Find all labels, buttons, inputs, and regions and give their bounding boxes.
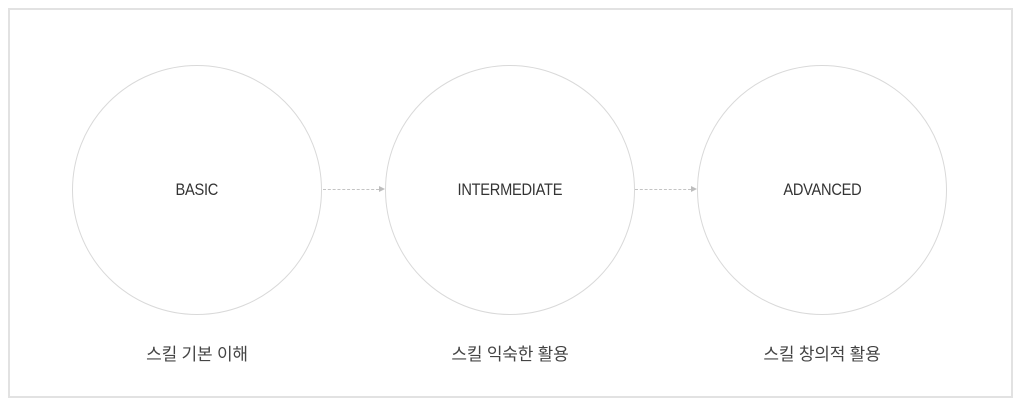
stage-caption-intermediate: 스킬 익숙한 활용 <box>451 345 569 364</box>
arrow-icon <box>323 186 385 192</box>
arrow-head-icon <box>379 186 385 192</box>
stage-circle-advanced: ADVANCED <box>697 65 947 315</box>
arrow-line <box>635 189 691 190</box>
stage-caption-advanced: 스킬 창의적 활용 <box>763 345 881 364</box>
stage-label-advanced: ADVANCED <box>782 180 862 199</box>
stage-caption-basic: 스킬 기본 이해 <box>146 345 248 364</box>
stage-circle-intermediate: INTERMEDIATE <box>385 65 635 315</box>
stage-label-basic: BASIC <box>175 180 219 199</box>
arrow-line <box>323 189 379 190</box>
stage-circle-basic: BASIC <box>72 65 322 315</box>
arrow-icon <box>635 186 697 192</box>
arrow-head-icon <box>691 186 697 192</box>
stage-label-intermediate: INTERMEDIATE <box>457 180 563 199</box>
